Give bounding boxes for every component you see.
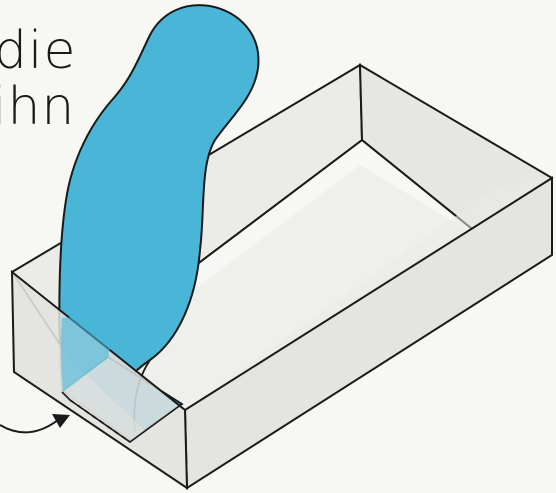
cutout-slot [61,391,183,443]
box-floor [68,165,492,468]
figure-through-wall [60,312,122,392]
pointer-arrow-line [0,419,59,434]
blue-figure [58,4,260,411]
text-fragment-ihn: ihn [0,77,75,137]
box-left-wall [10,269,189,490]
pointer-arrow-head [52,414,70,428]
text-fragment-die: die [0,21,76,81]
box-front-wall [12,178,552,490]
